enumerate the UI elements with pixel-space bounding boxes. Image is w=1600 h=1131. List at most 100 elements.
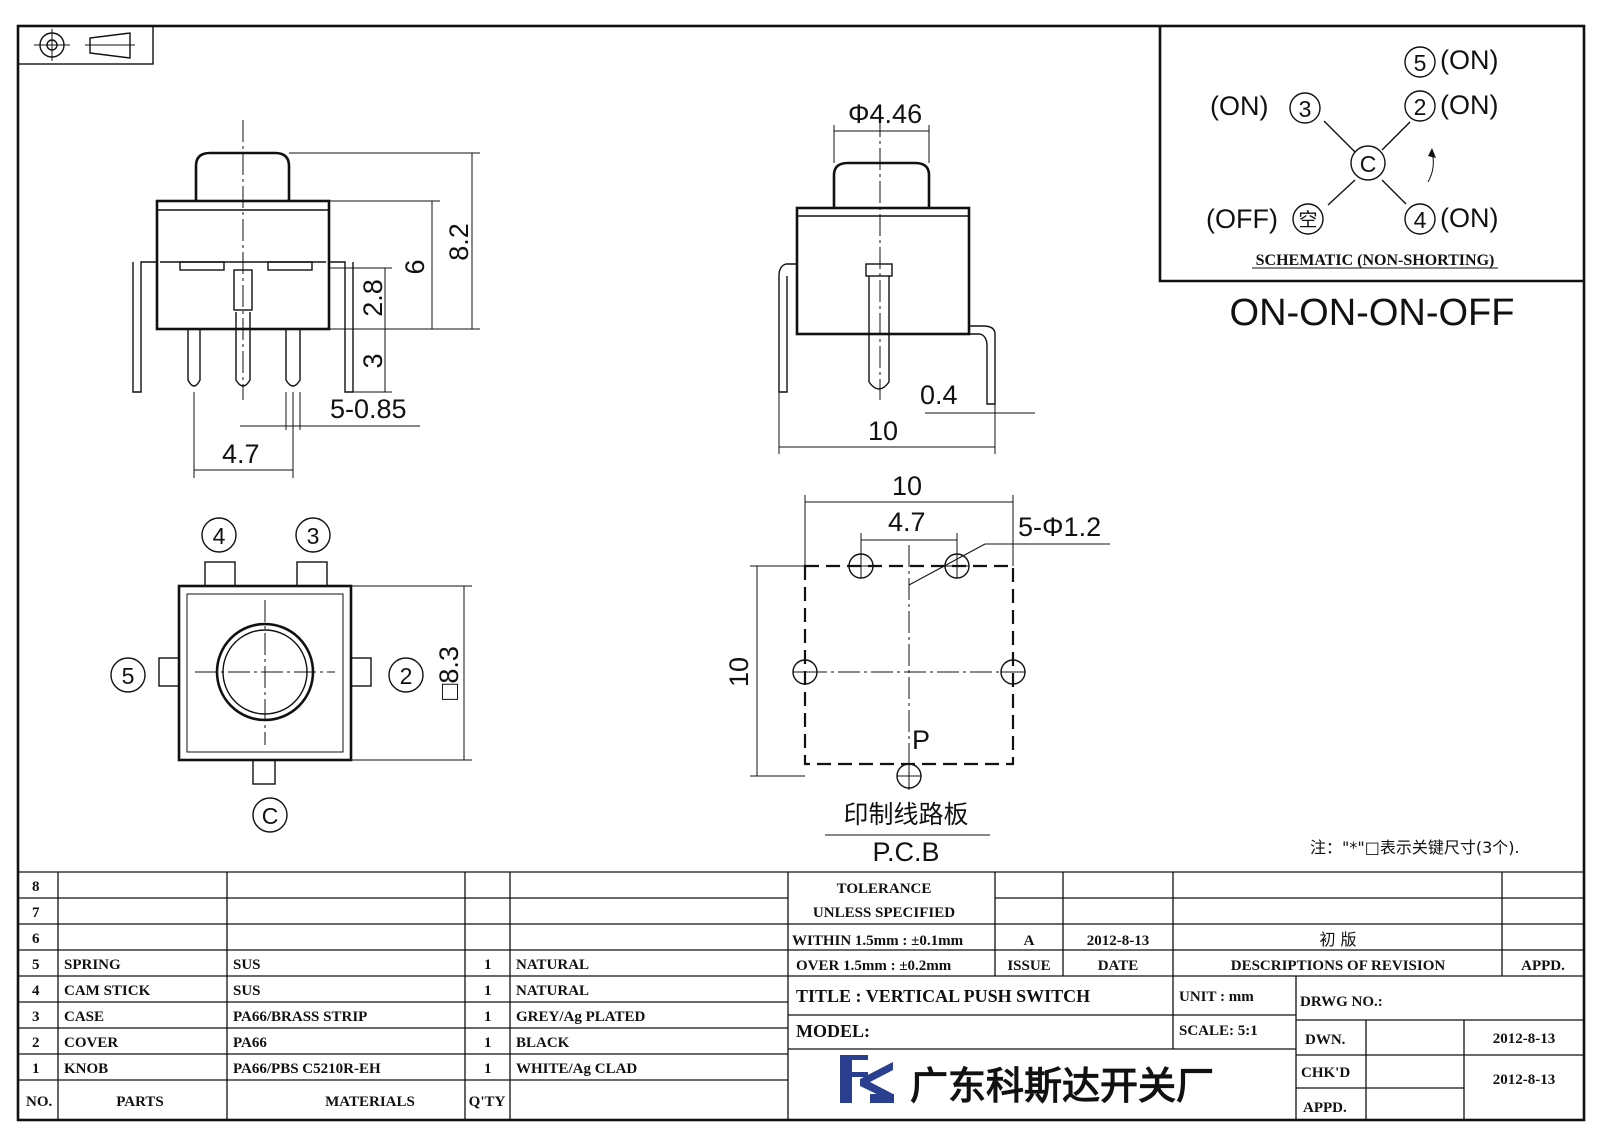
row-no: 2 bbox=[32, 1035, 40, 1051]
sch-terminal-4: 4 bbox=[1414, 207, 1427, 233]
drawing-number: DRWG NO.: bbox=[1300, 994, 1383, 1010]
row-material: PA66 bbox=[233, 1035, 267, 1051]
drawing-unit: UNIT : mm bbox=[1179, 989, 1254, 1005]
drawing-model: MODEL: bbox=[796, 1021, 870, 1041]
header-parts: PARTS bbox=[116, 1094, 164, 1110]
row-no: 4 bbox=[32, 983, 40, 999]
row-finish: BLACK bbox=[516, 1035, 570, 1051]
terminal-4-label: 4 bbox=[213, 523, 226, 549]
dim-side-width: 10 bbox=[868, 416, 898, 446]
chkd-date: 2012-8-13 bbox=[1493, 1072, 1556, 1088]
row-qty: 1 bbox=[484, 1061, 492, 1077]
row-qty: 1 bbox=[484, 1035, 492, 1051]
dwn-label: DWN. bbox=[1305, 1032, 1346, 1048]
row-no: 8 bbox=[32, 879, 40, 895]
row-qty: 1 bbox=[484, 957, 492, 973]
sch-terminal-empty-state: (OFF) bbox=[1206, 204, 1278, 234]
tolerance-line-2: UNLESS SPECIFIED bbox=[813, 905, 955, 921]
header-materials: MATERIALS bbox=[325, 1094, 415, 1110]
table-grid bbox=[18, 871, 1584, 1120]
company-name: 广东科斯达开关厂 bbox=[910, 1064, 1214, 1108]
switch-mode: ON-ON-ON-OFF bbox=[1230, 292, 1515, 334]
appd-label: APPD. bbox=[1303, 1100, 1347, 1116]
row-qty: 1 bbox=[484, 1009, 492, 1025]
row-part: KNOB bbox=[64, 1061, 108, 1077]
dim-pin-pitch: 4.7 bbox=[222, 439, 260, 469]
drawing-scale: SCALE: 5:1 bbox=[1179, 1023, 1258, 1039]
row-finish: NATURAL bbox=[516, 983, 589, 999]
front-view bbox=[132, 120, 480, 478]
tolerance-line-4: OVER 1.5mm : ±0.2mm bbox=[796, 958, 952, 974]
pcb-dim-top: 10 bbox=[892, 471, 922, 501]
terminal-c-label: C bbox=[262, 803, 279, 829]
terminal-3-label: 3 bbox=[307, 523, 320, 549]
terminal-5-label: 5 bbox=[122, 663, 135, 689]
company-logo-icon bbox=[840, 1055, 894, 1103]
row-finish: WHITE/Ag CLAD bbox=[516, 1061, 637, 1077]
row-part: SPRING bbox=[64, 957, 121, 973]
dim-square-size: □8.3 bbox=[434, 646, 464, 700]
dim-pin-width: 5-0.85 bbox=[330, 394, 407, 424]
row-qty: 1 bbox=[484, 983, 492, 999]
revision-description: 初 版 bbox=[1319, 930, 1356, 949]
tolerance-block: TOLERANCE UNLESS SPECIFIED WITHIN 1.5mm … bbox=[792, 881, 964, 974]
drawing-frame bbox=[16, 24, 1586, 1122]
row-no: 6 bbox=[32, 931, 40, 947]
row-part: CASE bbox=[64, 1009, 104, 1025]
sch-terminal-5: 5 bbox=[1414, 50, 1427, 76]
row-finish: NATURAL bbox=[516, 957, 589, 973]
schematic-box bbox=[1158, 26, 1584, 283]
row-finish: GREY/Ag PLATED bbox=[516, 1009, 645, 1025]
row-no: 7 bbox=[32, 905, 40, 921]
revision-block: A 2012-8-13 初 版 ISSUE DATE DESCRIPTIONS … bbox=[1007, 930, 1565, 974]
revision-header-desc: DESCRIPTIONS OF REVISION bbox=[1231, 958, 1446, 974]
dim-height-mid: 2.8 bbox=[358, 279, 388, 317]
chkd-label: CHK'D bbox=[1301, 1065, 1350, 1081]
tolerance-line-3: WITHIN 1.5mm : ±0.1mm bbox=[792, 933, 964, 949]
dim-bracket-thickness: 0.4 bbox=[920, 380, 958, 410]
drawing-title: TITLE : VERTICAL PUSH SWITCH bbox=[796, 986, 1090, 1006]
projection-symbol-icon bbox=[17, 25, 154, 65]
sch-terminal-4-state: (ON) bbox=[1440, 203, 1498, 233]
row-no: 1 bbox=[32, 1061, 40, 1077]
sch-terminal-5-state: (ON) bbox=[1440, 45, 1498, 75]
sch-terminal-c: C bbox=[1360, 151, 1377, 177]
sch-terminal-3: 3 bbox=[1299, 96, 1312, 122]
dim-height-total: 8.2 bbox=[444, 223, 474, 261]
dim-knob-diameter: Φ4.46 bbox=[848, 99, 922, 129]
row-material: PA66/PBS C5210R-EH bbox=[233, 1061, 381, 1077]
row-no: 5 bbox=[32, 957, 40, 973]
title-block: TITLE : VERTICAL PUSH SWITCH MODEL: UNIT… bbox=[796, 986, 1555, 1116]
revision-header-appd: APPD. bbox=[1521, 958, 1565, 974]
dim-height-pin: 3 bbox=[358, 353, 388, 368]
pcb-view bbox=[750, 495, 1110, 836]
sch-terminal-empty: 空 bbox=[1298, 209, 1317, 231]
revision-header-date: DATE bbox=[1098, 958, 1139, 974]
revision-issue: A bbox=[1024, 933, 1035, 949]
terminal-2-label: 2 bbox=[400, 663, 413, 689]
schematic-caption: SCHEMATIC (NON-SHORTING) bbox=[1256, 252, 1495, 269]
header-qty: Q'TY bbox=[469, 1094, 506, 1110]
pcb-dim-holes: 5-Φ1.2 bbox=[1018, 512, 1101, 542]
header-no: NO. bbox=[26, 1094, 53, 1110]
pcb-dim-pitch: 4.7 bbox=[888, 507, 926, 537]
sch-terminal-3-state: (ON) bbox=[1210, 91, 1268, 121]
top-view bbox=[110, 517, 472, 833]
row-part: COVER bbox=[64, 1035, 118, 1051]
sch-terminal-2: 2 bbox=[1414, 94, 1427, 120]
drawing-note: 注："*"□表示关键尺寸(3个). bbox=[1310, 838, 1520, 857]
tolerance-line-1: TOLERANCE bbox=[837, 881, 932, 897]
row-material: SUS bbox=[233, 983, 261, 999]
pcb-label-english: P.C.B bbox=[872, 837, 939, 867]
pcb-dim-side: 10 bbox=[724, 657, 754, 687]
parts-table: 8 7 6 5 SPRING SUS 1 NATURAL 4 CAM STICK… bbox=[26, 879, 645, 1110]
pcb-marker-p: P bbox=[912, 725, 930, 755]
revision-date: 2012-8-13 bbox=[1087, 933, 1150, 949]
side-view bbox=[778, 115, 1035, 454]
dwn-date: 2012-8-13 bbox=[1493, 1031, 1556, 1047]
row-no: 3 bbox=[32, 1009, 40, 1025]
pcb-label-chinese: 印制线路板 bbox=[843, 800, 968, 829]
row-material: PA66/BRASS STRIP bbox=[233, 1009, 367, 1025]
row-part: CAM STICK bbox=[64, 983, 151, 999]
